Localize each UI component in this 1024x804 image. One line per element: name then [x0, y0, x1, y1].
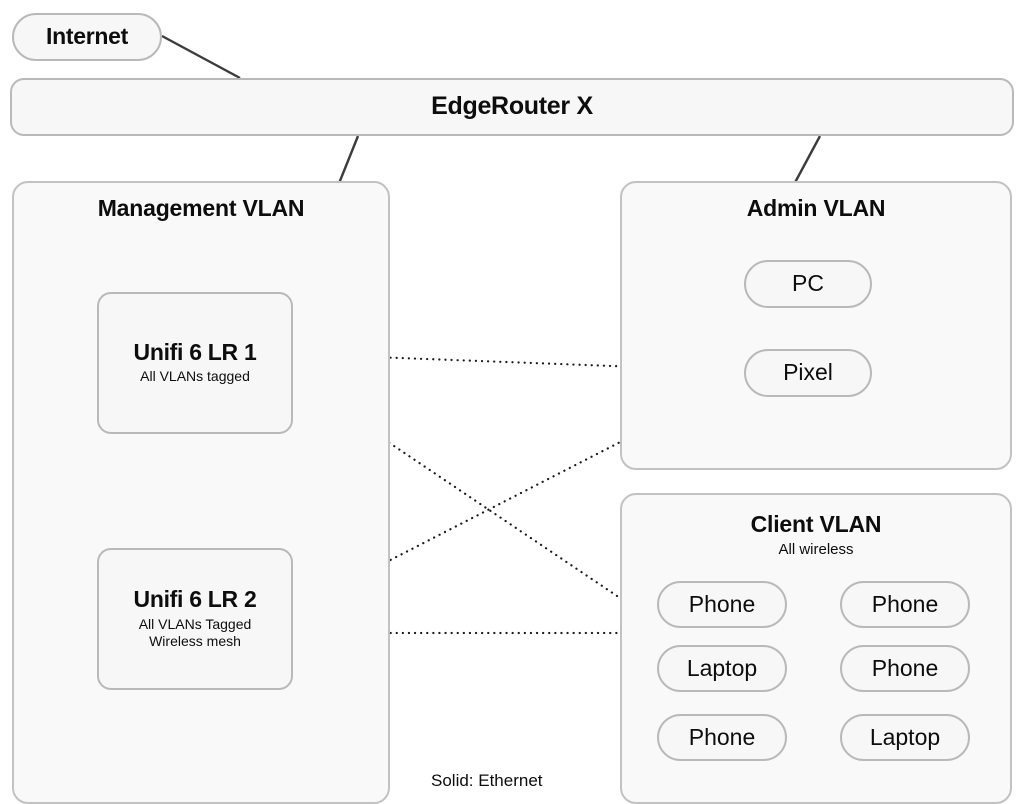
client-device-phone-3[interactable]: Phone [657, 714, 787, 761]
legend: Solid: Ethernet Dotted: Wireless [431, 747, 556, 804]
client-device-label: Phone [688, 723, 756, 750]
client-device-phone-1[interactable]: Phone [657, 581, 787, 628]
node-edgerouter-x[interactable]: EdgeRouter X [10, 78, 1014, 136]
group-management-vlan-title: Management VLAN [97, 195, 305, 221]
client-device-label: Phone [688, 590, 756, 617]
edge-internet-router [161, 34, 241, 80]
client-device-label: Phone [871, 590, 939, 617]
client-device-phone-2[interactable]: Phone [840, 581, 970, 628]
node-unifi-6-lr-1-label: Unifi 6 LR 1 [133, 339, 257, 366]
node-internet-label: Internet [46, 23, 128, 50]
node-unifi-6-lr-2[interactable]: Unifi 6 LR 2 All VLANs Tagged Wireless m… [97, 548, 293, 690]
node-internet[interactable]: Internet [12, 13, 162, 61]
client-device-laptop-1[interactable]: Laptop [657, 645, 787, 692]
group-client-vlan-title: Client VLAN [750, 511, 882, 537]
client-device-label: Laptop [869, 723, 941, 750]
group-admin-vlan [620, 181, 1012, 470]
group-admin-vlan-title: Admin VLAN [746, 195, 886, 221]
node-unifi-6-lr-2-sub-line2: Wireless mesh [149, 633, 241, 650]
node-edgerouter-x-label: EdgeRouter X [431, 92, 593, 121]
legend-solid-line: Solid: Ethernet [431, 770, 543, 790]
client-device-phone-4[interactable]: Phone [840, 645, 970, 692]
node-pc-label: PC [792, 270, 824, 297]
node-unifi-6-lr-2-sub-line1: All VLANs Tagged [138, 615, 252, 632]
node-pc[interactable]: PC [744, 260, 872, 308]
node-unifi-6-lr-1[interactable]: Unifi 6 LR 1 All VLANs tagged [97, 292, 293, 434]
node-pixel-label: Pixel [783, 359, 833, 386]
group-management-vlan [12, 181, 390, 804]
client-device-label: Phone [871, 654, 939, 681]
node-unifi-6-lr-2-label: Unifi 6 LR 2 [133, 586, 257, 613]
client-device-label: Laptop [686, 654, 758, 681]
client-device-laptop-2[interactable]: Laptop [840, 714, 970, 761]
node-pixel[interactable]: Pixel [744, 349, 872, 397]
group-client-vlan-subtitle: All wireless [778, 541, 854, 558]
node-unifi-6-lr-1-sub: All VLANs tagged [140, 368, 250, 385]
